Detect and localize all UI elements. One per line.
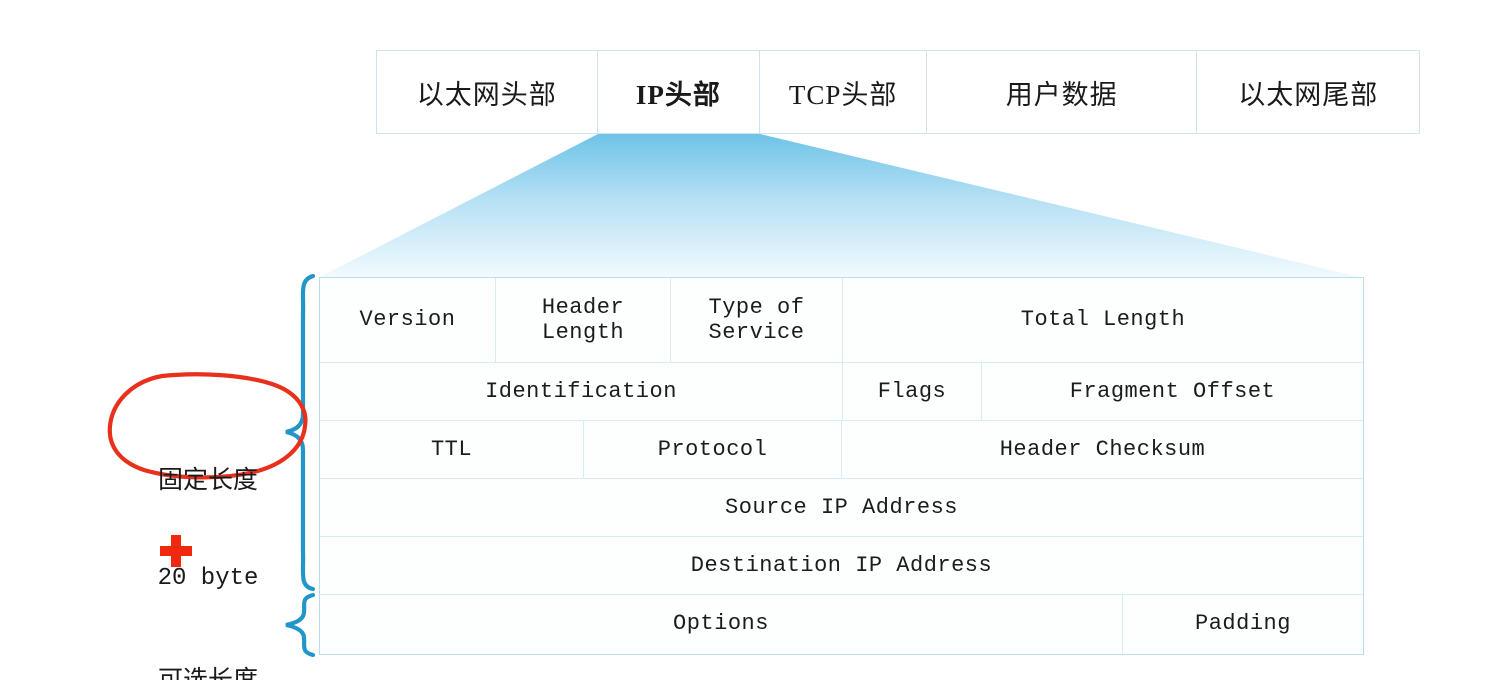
annotation-fixed-length-line2: 20 byte: [157, 565, 259, 592]
field-header-length[interactable]: Header Length: [496, 278, 671, 362]
field-padding[interactable]: Padding: [1195, 611, 1291, 637]
frame-cell-user-data[interactable]: 用户数据: [927, 51, 1198, 133]
field-fragment-offset[interactable]: Fragment Offset: [1069, 378, 1276, 404]
field-options[interactable]: Options: [320, 595, 1123, 653]
highlight-ellipse-fixed-length: [107, 372, 308, 480]
annotation-optional-length-line1: 可选长度: [128, 664, 288, 680]
field-flags[interactable]: Flags: [843, 363, 982, 420]
field-protocol[interactable]: Protocol: [584, 421, 842, 478]
plus-icon: [160, 535, 192, 567]
expander-funnel: [318, 134, 1364, 278]
field-header-checksum[interactable]: Header Checksum: [999, 436, 1206, 462]
brace-fixed-length-icon: [285, 273, 316, 592]
table-row: Version Header Length Type of Service To…: [320, 278, 1363, 363]
field-total-length[interactable]: Total Length: [1020, 307, 1186, 333]
table-row: Options Padding: [320, 595, 1363, 653]
ip-header-field-table: Version Header Length Type of Service To…: [319, 277, 1364, 655]
table-row: Identification Flags Fragment Offset: [320, 363, 1363, 421]
field-ttl[interactable]: TTL: [320, 421, 584, 478]
field-type-of-service[interactable]: Type of Service: [671, 278, 843, 362]
annotation-fixed-length: 固定长度 20 byte: [128, 398, 288, 661]
frame-cell-tcp-header[interactable]: TCP头部: [760, 51, 927, 133]
annotation-fixed-length-line1: 固定长度: [157, 467, 258, 494]
field-destination-ip-address[interactable]: Destination IP Address: [690, 552, 993, 578]
table-row: TTL Protocol Header Checksum: [320, 421, 1363, 479]
annotation-optional-length: 可选长度 0~40 byte: [128, 598, 288, 680]
table-row: Source IP Address: [320, 479, 1363, 537]
frame-cell-ip-header[interactable]: IP头部: [598, 51, 761, 133]
frame-cell-ethernet-header[interactable]: 以太网头部: [377, 51, 598, 133]
brace-optional-length-icon: [285, 592, 316, 658]
field-identification[interactable]: Identification: [320, 363, 843, 420]
frame-cell-ethernet-trailer[interactable]: 以太网尾部: [1238, 79, 1379, 110]
field-source-ip-address[interactable]: Source IP Address: [725, 494, 958, 520]
table-row: Destination IP Address: [320, 537, 1363, 595]
ethernet-frame-strip: 以太网头部 IP头部 TCP头部 用户数据 以太网尾部: [376, 50, 1420, 134]
field-version[interactable]: Version: [320, 278, 496, 362]
